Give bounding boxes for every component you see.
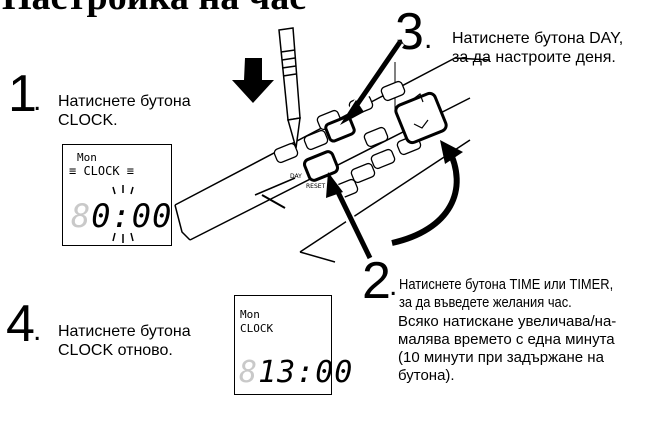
curved-arrow-icon <box>391 140 463 246</box>
page-title: Настройка на час <box>2 0 306 16</box>
lcd-day: Mon <box>77 151 97 164</box>
step-4-text: Натиснете бутона CLOCK отново. <box>58 323 191 359</box>
pen-stylus-icon <box>278 27 301 149</box>
pointer-arrow-icon <box>326 172 375 261</box>
lcd-display-final: Mon CLOCK 813:00 <box>234 295 352 395</box>
lcd-display-setting: Mon ≡ CLOCK ≡ 80:00 <box>62 144 172 246</box>
step-2-dot: . <box>389 269 398 302</box>
svg-text:DAY: DAY <box>290 173 302 180</box>
step-2-text-b: Всяко натискане увеличава/на- малява вре… <box>398 313 617 384</box>
step-1-number: 1 <box>8 65 37 123</box>
step-1-text: Натиснете бутона CLOCK. <box>58 93 191 129</box>
blink-rays-icon <box>112 185 134 243</box>
down-arrow-icon <box>232 58 274 103</box>
lcd-mode-blink: ≡ CLOCK ≡ <box>69 164 135 178</box>
step-3-text: Натиснете бутона DAY, за да настроите де… <box>452 30 624 66</box>
step-2-number: 2 <box>362 252 391 310</box>
lcd-time: 813:00 <box>239 355 354 390</box>
step-3-dot: . <box>424 22 433 55</box>
step-4-number: 4 <box>6 295 35 353</box>
step-1-dot: . <box>33 84 42 117</box>
svg-text:RESET: RESET <box>306 183 326 190</box>
lcd-time: 80:00 <box>71 197 173 235</box>
step-2-text-a: Натиснете бутона TIME или TIMER, за да в… <box>399 276 614 311</box>
lcd-day: Mon <box>240 308 260 321</box>
step-4-dot: . <box>33 314 42 347</box>
pointer-arrow-icon <box>340 39 405 125</box>
lcd-mode: CLOCK <box>240 322 274 335</box>
